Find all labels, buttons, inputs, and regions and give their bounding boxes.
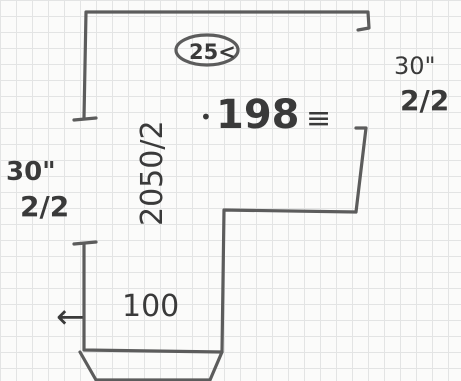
area-circle: [174, 33, 240, 67]
bottom-step: [78, 350, 224, 381]
equals-mark: ≡: [306, 101, 331, 136]
bottom-label: 100: [122, 289, 179, 324]
left-bottom-tick: [72, 240, 98, 246]
left-top-label: 30": [6, 157, 56, 187]
right-top-label: 30": [394, 52, 436, 80]
dot-mark: •: [200, 105, 212, 129]
center-label: 198: [216, 92, 300, 138]
vertical-label: 2050/2: [135, 120, 170, 226]
wall-outline: [82, 10, 371, 354]
left-bottom-label: 2/2: [20, 190, 69, 223]
right-bottom-label: 2/2: [400, 84, 449, 117]
left-top-tick: [72, 116, 98, 122]
area-label: 25<: [189, 40, 236, 64]
arrow-mark: ←: [56, 297, 85, 337]
